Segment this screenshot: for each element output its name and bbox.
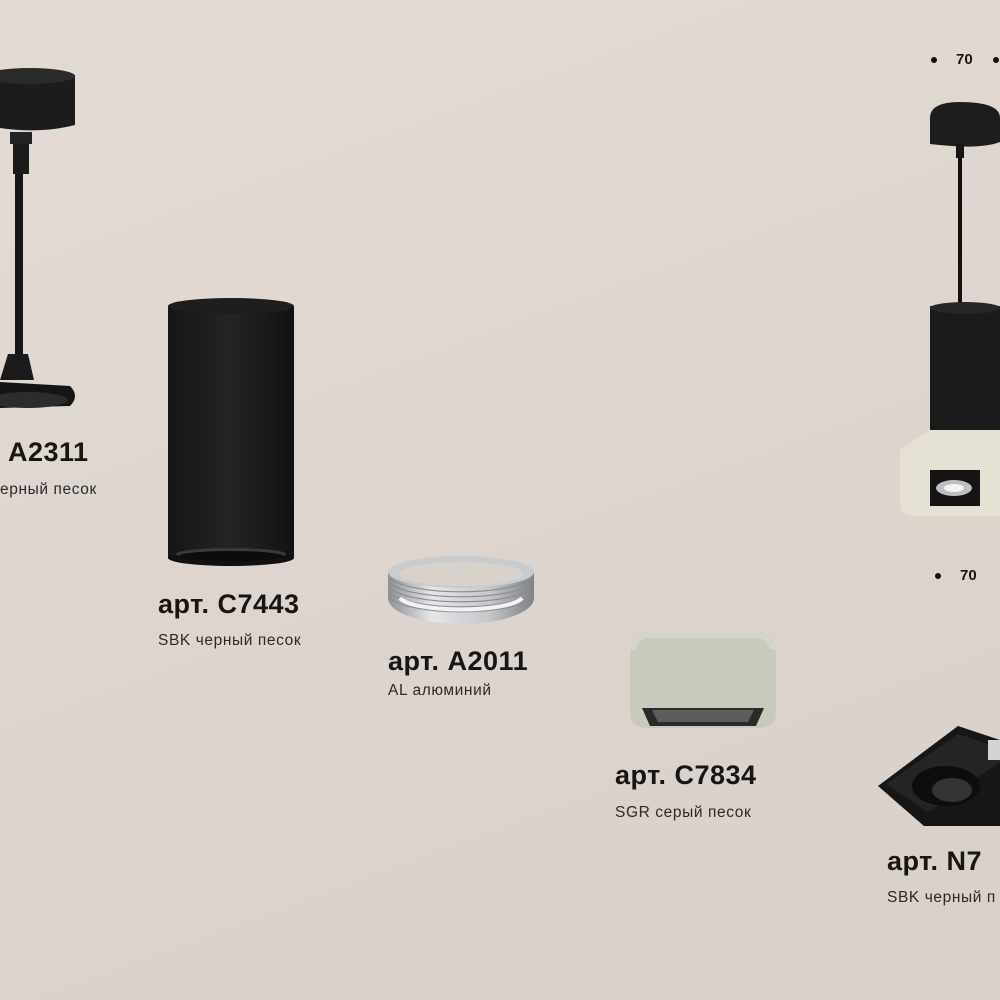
- dimension-top: 70: [956, 51, 973, 68]
- ribbed-ring-icon: [388, 556, 534, 624]
- square-frame-icon: [878, 726, 1000, 826]
- assembled-pendant-lamp-icon: [900, 102, 1000, 516]
- product-3-finish: AL алюминий: [388, 682, 492, 699]
- cylinder-housing-icon: [168, 298, 294, 566]
- product-4-finish: SGR серый песок: [615, 804, 752, 821]
- square-housing-icon: [630, 632, 776, 728]
- product-5-article: арт. N7: [887, 846, 983, 876]
- product-1-finish: ерный песок: [0, 481, 97, 498]
- product-2-article: арт. C7443: [158, 589, 300, 619]
- product-1-article: A2311: [8, 437, 89, 467]
- product-5-finish: SBK черный п: [887, 889, 996, 906]
- product-4-article: арт. C7834: [615, 760, 757, 790]
- product-2-finish: SBK черный песок: [158, 632, 302, 649]
- dimension-dot-3: [935, 573, 941, 579]
- product-3-article: арт. A2011: [388, 646, 529, 676]
- dimension-middle: 70: [960, 567, 977, 584]
- ceiling-mount-rod-icon: [0, 68, 75, 408]
- dimension-dot: [931, 57, 937, 63]
- dimension-dot-2: [993, 57, 999, 63]
